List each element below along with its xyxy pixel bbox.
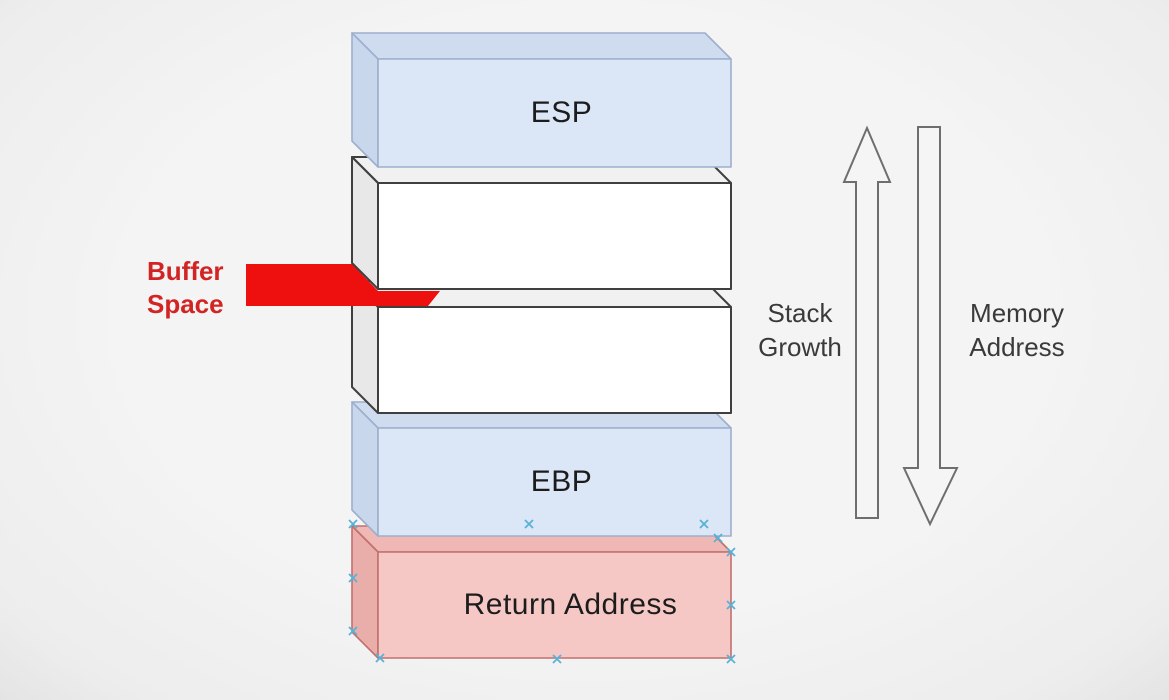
selection-handle[interactable] [552,654,562,664]
buffer-space-line1: Buffer [147,256,224,286]
stack-growth-label: Stack Growth [735,296,865,364]
memory-address-arrow[interactable] [902,126,959,527]
return-address-front-face [377,551,732,659]
stack-growth-line1: Stack [767,298,833,328]
stack-growth-line2: Growth [758,332,842,362]
selection-handle[interactable] [726,654,736,664]
buffer-space-arrow[interactable] [246,264,440,306]
selection-handle[interactable] [375,653,385,663]
memory-address-label: Memory Address [952,296,1082,364]
memory-address-line1: Memory [970,298,1064,328]
selection-handle[interactable] [524,519,534,529]
selection-handle[interactable] [348,573,358,583]
up-arrow-icon [842,125,892,519]
buffer-bottom-front-face [377,306,732,414]
selection-handle[interactable] [726,600,736,610]
buffer-block-top[interactable] [351,156,732,290]
selection-handles [348,519,736,664]
esp-front-face [377,58,732,168]
stack-growth-arrow[interactable] [842,125,892,519]
esp-block[interactable] [351,32,732,168]
buffer-space-label: Buffer Space [147,255,224,321]
ebp-front-face [377,427,732,537]
selection-handle[interactable] [348,519,358,529]
selection-handle[interactable] [348,626,358,636]
buffer-top-front-face [377,182,732,290]
selection-handle[interactable] [699,519,709,529]
memory-address-line2: Address [969,332,1065,362]
buffer-space-line2: Space [147,289,224,319]
esp-top-face [351,32,732,60]
down-arrow-icon [902,126,959,527]
selection-handle[interactable] [726,547,736,557]
ebp-block[interactable] [351,401,732,537]
selection-handle[interactable] [713,533,723,543]
return-address-block[interactable] [351,525,732,659]
